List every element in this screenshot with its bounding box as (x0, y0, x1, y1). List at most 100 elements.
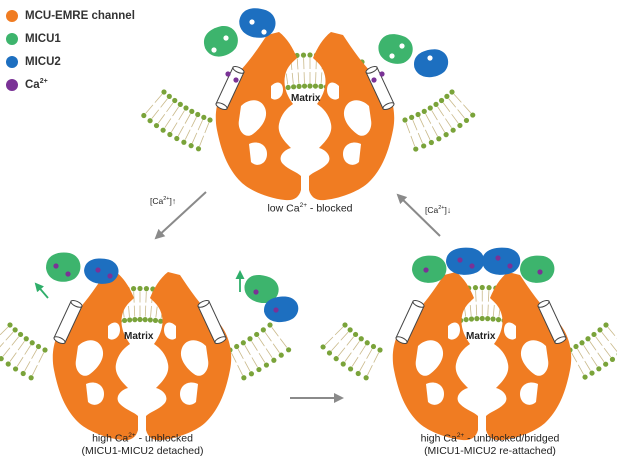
lipid-tail (0, 327, 8, 335)
lipid-tail (452, 114, 459, 123)
lipid-head (261, 327, 266, 332)
lipid-tail (493, 305, 494, 316)
lipid-tail (345, 353, 351, 362)
matrix-label-left: Matrix (124, 331, 153, 342)
lipid-head (122, 318, 127, 323)
lipid-tail (151, 306, 152, 317)
lipid-head (6, 361, 11, 366)
lipid-tail (598, 353, 604, 362)
site-dot (223, 35, 228, 40)
lipid-head (195, 112, 200, 117)
membrane-bl-right (227, 322, 291, 380)
lipid-tail (231, 353, 236, 363)
lipid-head (249, 371, 254, 376)
lipid-head (286, 85, 291, 90)
lipid-head (264, 362, 269, 367)
calcium-swatch (6, 79, 18, 91)
lipid-head (127, 317, 132, 322)
lipid-head (207, 117, 212, 122)
micu1-top-right (375, 30, 416, 67)
matrix-label-right: Matrix (466, 331, 495, 342)
lipid-tail (360, 345, 366, 354)
lipid-head (141, 113, 146, 118)
channel-half-right (486, 272, 571, 440)
lipid-head (341, 361, 346, 366)
lipid-tail (238, 365, 243, 375)
calcium-ion (457, 257, 462, 262)
lipid-head (496, 317, 501, 322)
lipid-head (457, 123, 462, 128)
lipid-tail (155, 94, 162, 102)
lipid-tail (352, 357, 358, 366)
lipid-tail (39, 353, 44, 363)
lipid-tail (590, 341, 596, 350)
lipid-head (591, 332, 596, 337)
lipid-tail (25, 361, 30, 371)
lipid-head (415, 112, 420, 117)
lipid-head (364, 375, 369, 380)
lipid-head (147, 118, 152, 123)
legend-label: MICU2 (25, 56, 61, 68)
state-label-top: low Ca2+ - blocked (240, 202, 380, 215)
lipid-head (271, 358, 276, 363)
lipid-head (451, 128, 456, 133)
lipid-head (409, 115, 414, 120)
lipid-head (42, 347, 47, 352)
channel-half-left (53, 272, 138, 440)
calcium-ion (65, 271, 70, 276)
lipid-head (334, 356, 339, 361)
lipid-head (241, 340, 246, 345)
lipid-head (318, 84, 323, 89)
lipid-head (342, 322, 347, 327)
lipid-tail (25, 345, 31, 354)
lipid-tail (3, 348, 10, 357)
lipid-tail (156, 307, 157, 318)
site-dot (427, 55, 432, 60)
state-label-bottom-left: high Ca2+ - unblocked (MICU1-MICU2 detac… (55, 432, 230, 457)
lipid-head (480, 316, 485, 321)
lipid-head (234, 344, 239, 349)
lipid-tail (335, 327, 343, 335)
lipid-tail (432, 111, 438, 120)
lipid-head (131, 286, 136, 291)
lipid-tail (297, 58, 298, 69)
lipid-head (189, 143, 194, 148)
lipid-tail (165, 119, 171, 128)
legend-item-mcu-emre: MCU-EMRE channel (6, 4, 135, 27)
lipid-head (421, 143, 426, 148)
lipid-tail (273, 344, 279, 353)
legend-item-calcium: Ca2+ (6, 73, 135, 96)
lipid-tail (198, 120, 203, 130)
lipid-head (167, 94, 172, 99)
lipid-head (307, 83, 312, 88)
lipid-head (464, 118, 469, 123)
lipid-head (183, 105, 188, 110)
lipid-tail (439, 123, 445, 132)
lipid-tail (454, 94, 461, 102)
lipid-head (436, 136, 441, 141)
lipid-tail (325, 337, 333, 345)
lipid-tail (238, 349, 243, 359)
lipid-tail (272, 327, 279, 336)
lipid-head (610, 357, 615, 362)
lipid-head (291, 84, 296, 89)
ca-increase-label: [Ca2+]↑ (150, 196, 176, 206)
lipid-head (359, 336, 364, 341)
lipid-head (201, 115, 206, 120)
lipid-head (433, 102, 438, 107)
site-dot (249, 19, 254, 24)
lipid-tail (449, 99, 456, 108)
lipid-tail (360, 361, 365, 371)
lipid-tail (571, 353, 576, 363)
membrane-top-right (402, 89, 475, 151)
legend-item-micu2: MICU2 (6, 50, 135, 73)
lipid-head (256, 367, 261, 372)
legend-label: Ca2+ (25, 78, 48, 91)
lipid-head (582, 374, 587, 379)
micu2-top-right (412, 47, 451, 80)
micu2-swatch (6, 56, 18, 68)
micu1-top-left (200, 22, 242, 61)
calcium-ion (95, 267, 100, 272)
membrane-bl-left (0, 322, 48, 380)
